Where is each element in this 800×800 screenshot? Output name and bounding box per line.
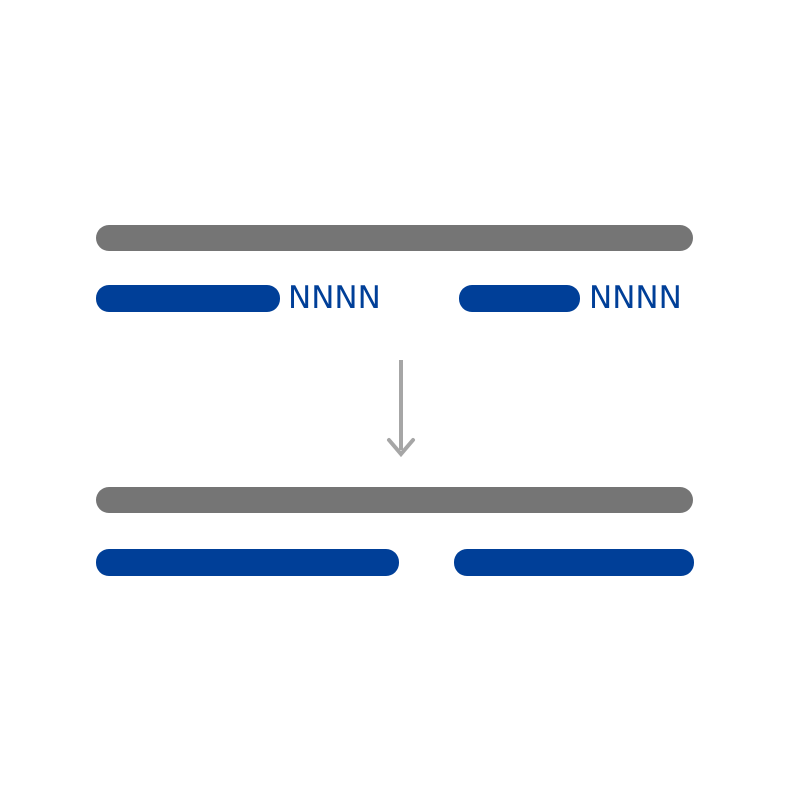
down-arrow-icon xyxy=(387,360,415,458)
extended-strand-left xyxy=(96,549,399,576)
template-strand-bottom xyxy=(96,487,693,513)
primer-tail-left-label: NNNN xyxy=(288,280,381,316)
extended-strand-right xyxy=(454,549,694,576)
primer-strand-left xyxy=(96,285,280,312)
primer-tail-right-label: NNNN xyxy=(589,280,682,316)
primer-strand-right xyxy=(459,285,580,312)
template-strand-top xyxy=(96,225,693,251)
